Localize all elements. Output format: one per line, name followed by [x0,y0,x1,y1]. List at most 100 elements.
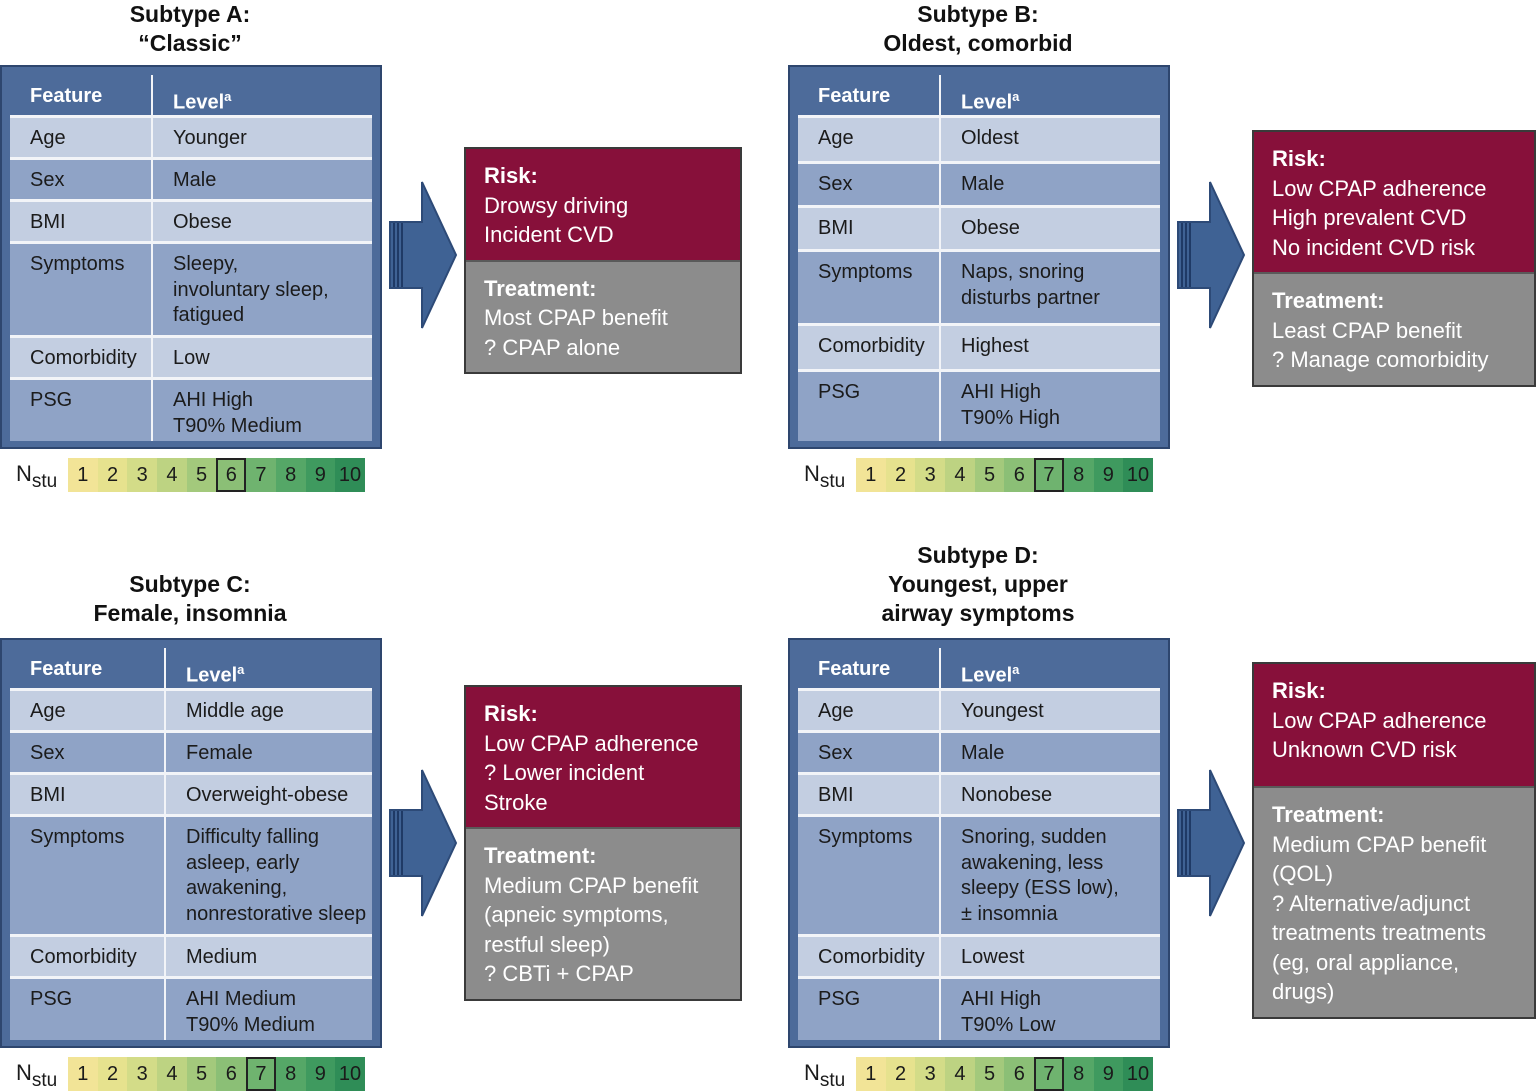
feature-cell: Comorbidity [10,338,153,377]
row-separator [798,688,1160,691]
nstu-cell: 9 [1093,1057,1124,1091]
nstu-cell: 1 [856,458,886,492]
level-cell: Low [153,338,210,377]
nstu-cell: 1 [68,458,98,492]
header-level-text: Level [173,91,225,114]
level-line: Middle age [186,700,284,722]
header-feature: Feature [798,75,941,115]
row-separator [10,199,372,202]
row-separator [798,205,1160,208]
treatment-section: Treatment:Medium CPAP benefit(QOL)? Alte… [1254,786,1534,1017]
treatment-item: restful sleep) [484,931,610,957]
treatment-section: Treatment:Most CPAP benefit? CPAP alone [466,259,740,372]
feature-cell: Age [798,691,941,730]
title-line: “Classic” [138,30,242,56]
treatment-heading: Treatment: [1272,288,1385,313]
arrow-shape [389,181,458,329]
nstu-label: Nstu [16,461,57,493]
level-cell: Youngest [941,691,1044,730]
risk-item: Low CPAP adherence [1272,707,1487,733]
header-level-footnote: a [1012,89,1020,104]
row-separator [10,976,372,979]
nstu-cell: 4 [945,458,975,492]
nstu-label: Nstu [16,1060,57,1092]
nstu-cell: 5 [186,458,217,492]
nstu-cell: 3 [915,458,946,492]
treatment-section: Treatment:Medium CPAP benefit(apneic sym… [466,827,740,999]
nstu-cell-selected: 6 [216,458,247,492]
level-line: Male [961,742,1005,764]
header-level: Levela [941,75,1019,115]
treatment-item: Least CPAP benefit [1272,317,1462,343]
nstu-cell: 1 [856,1057,886,1091]
treatment-item: (eg, oral appliance, [1272,949,1460,975]
row-separator [798,976,1160,979]
level-line: Highest [961,335,1029,357]
treatment-item: treatments treatments [1272,920,1486,945]
level-cell: Male [941,733,1004,772]
subtype-d-arrow [1177,769,1246,917]
header-level: Levela [166,648,244,688]
nstu-cell: 8 [1063,1057,1094,1091]
subtype-a-arrow [389,181,458,329]
level-line: T90% High [961,406,1060,429]
level-line: Nonobese [961,784,1053,806]
level-line: nonrestorative sleep [186,902,367,925]
nstu-label-sub: stu [819,1070,846,1091]
header-feature: Feature [10,648,166,688]
feature-cell: PSG [10,979,166,1040]
treatment-item: drugs) [1272,979,1335,1004]
nstu-cell: 2 [97,458,128,492]
nstu-label-n: N [804,461,820,486]
row-separator [798,369,1160,372]
title-line: Subtype A: [129,1,251,27]
level-line: Lowest [961,946,1025,968]
level-line: awakening, less [961,851,1104,874]
nstu-cell: 3 [127,458,158,492]
level-line: Medium [186,946,258,968]
nstu-cell: 8 [1063,458,1094,492]
risk-item: Stroke [484,789,548,815]
row-separator [798,934,1160,937]
feature-cell: PSG [798,979,941,1040]
risk-item: Incident CVD [484,222,614,247]
feature-cell: Comorbidity [798,326,941,369]
level-line: AHI High [961,381,1042,403]
level-line: AHI Medium [186,988,297,1010]
arrow-shape [389,769,458,917]
nstu-cell: 10 [1123,458,1153,492]
feature-cell: Symptoms [10,244,153,335]
level-cell: Highest [941,326,1029,369]
risk-item: No incident CVD risk [1272,234,1475,260]
nstu-label: Nstu [804,1060,845,1092]
level-line: Oldest [961,127,1019,149]
nstu-cell: 4 [945,1057,975,1091]
header-level: Levela [941,648,1019,688]
level-cell: Nonobese [941,775,1052,814]
treatment-item: (apneic symptoms, [484,902,669,927]
feature-cell: PSG [10,380,153,441]
level-line: T90% Medium [186,1013,315,1036]
header-level-footnote: a [1012,662,1020,677]
feature-cell: Symptoms [798,252,941,323]
